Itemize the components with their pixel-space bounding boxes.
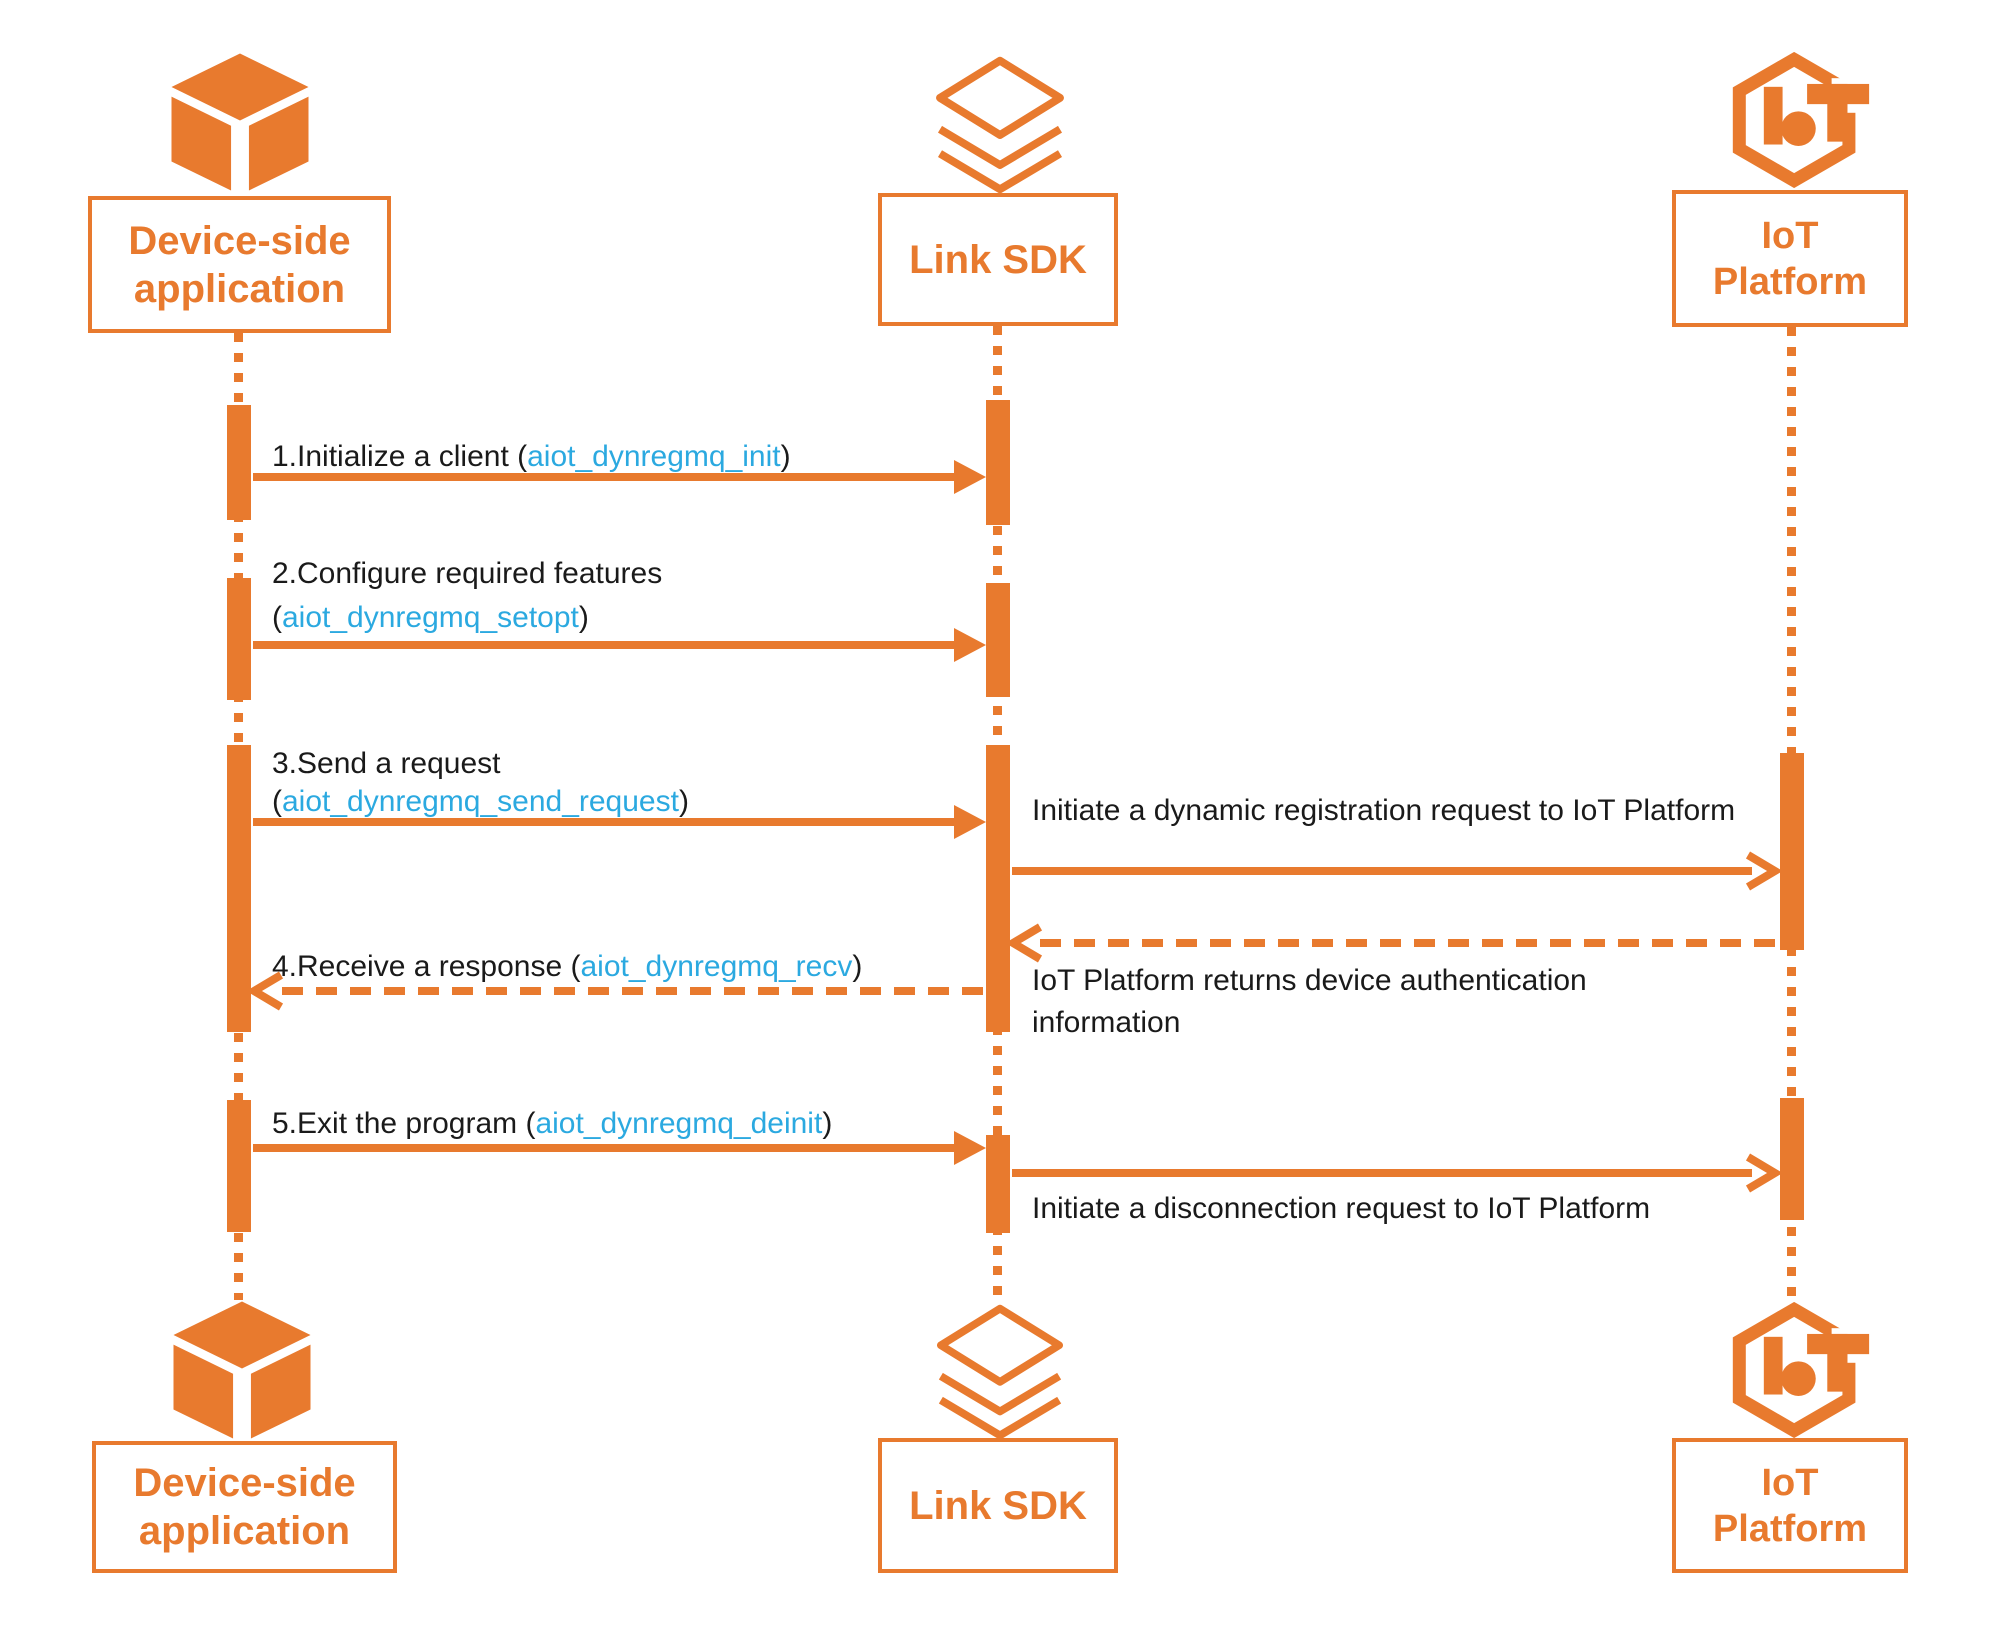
- arrow-configure-features-line: [253, 641, 955, 649]
- message-exit-program: 5.Exit the program (aiot_dynregmq_deinit…: [272, 1107, 833, 1140]
- actor-device-bottom: Device-side application: [92, 1441, 397, 1573]
- note-disconnection-request: Initiate a disconnection request to IoT …: [1032, 1192, 1651, 1225]
- arrow-receive-response-line: [282, 987, 986, 995]
- actor-sdk-label: Link SDK: [909, 1483, 1087, 1528]
- layers-icon: [920, 1303, 1080, 1441]
- device-activation-4: [227, 1100, 251, 1232]
- note-auth-return: IoT Platform returns device authenticati…: [1032, 964, 1587, 1039]
- actor-device-label-line2: application: [138, 1509, 351, 1553]
- actor-iot-label-line1: IoT: [1761, 214, 1819, 257]
- sdk-activation-4: [986, 1135, 1010, 1233]
- iot-hexagon-icon: [1722, 52, 1872, 188]
- actor-device-label-line1: Device-side: [133, 1461, 356, 1505]
- arrow-registration-head: [1744, 851, 1780, 891]
- layers-icon: [920, 55, 1080, 195]
- actor-sdk-bottom: Link SDK: [878, 1438, 1118, 1573]
- iot-activation-1: [1780, 753, 1804, 950]
- actor-device-label-line2: application: [133, 266, 346, 311]
- arrow-send-request-line: [253, 818, 955, 826]
- actor-iot-label-line2: Platform: [1712, 1507, 1868, 1550]
- actor-iot-top: IoT Platform: [1672, 190, 1908, 327]
- arrow-exit-program-line: [253, 1144, 955, 1152]
- arrow-initialize-client-line: [253, 473, 955, 481]
- arrow-receive-response-head: [249, 971, 285, 1011]
- device-activation-1: [227, 405, 251, 520]
- device-activation-2: [227, 578, 251, 700]
- arrow-auth-return-line: [1040, 939, 1780, 947]
- arrow-auth-return-head: [1008, 923, 1044, 963]
- actor-iot-label-line1: IoT: [1761, 1461, 1819, 1504]
- cube-icon: [167, 1300, 317, 1440]
- arrow-configure-features-head: [954, 628, 986, 662]
- actor-iot-bottom: IoT Platform: [1672, 1438, 1908, 1573]
- message-initialize-client: 1.Initialize a client (aiot_dynregmq_ini…: [272, 440, 791, 473]
- arrow-registration-line: [1012, 867, 1752, 875]
- actor-device-top: Device-side application: [88, 196, 391, 333]
- device-activation-3: [227, 745, 251, 1032]
- arrow-disconnection-line: [1012, 1169, 1752, 1177]
- arrow-exit-program-head: [954, 1131, 986, 1165]
- actor-iot-label-line2: Platform: [1712, 260, 1868, 303]
- iot-activation-2: [1780, 1098, 1804, 1220]
- arrow-disconnection-head: [1744, 1153, 1780, 1193]
- message-receive-response: 4.Receive a response (aiot_dynregmq_recv…: [272, 950, 863, 983]
- message-configure-features: 2.Configure required features (aiot_dynr…: [272, 557, 663, 634]
- message-send-request: 3.Send a request (aiot_dynregmq_send_req…: [272, 747, 689, 818]
- cube-icon: [165, 52, 315, 192]
- sdk-activation-3: [986, 745, 1010, 1032]
- arrow-send-request-head: [954, 805, 986, 839]
- iot-hexagon-icon: [1722, 1302, 1872, 1438]
- actor-sdk-top: Link SDK: [878, 193, 1118, 326]
- actor-sdk-label: Link SDK: [909, 237, 1087, 282]
- sdk-activation-1: [986, 400, 1010, 525]
- actor-device-label-line1: Device-side: [128, 218, 351, 263]
- note-registration-request: Initiate a dynamic registration request …: [1032, 794, 1736, 827]
- sdk-activation-2: [986, 583, 1010, 697]
- arrow-initialize-client-head: [954, 460, 986, 494]
